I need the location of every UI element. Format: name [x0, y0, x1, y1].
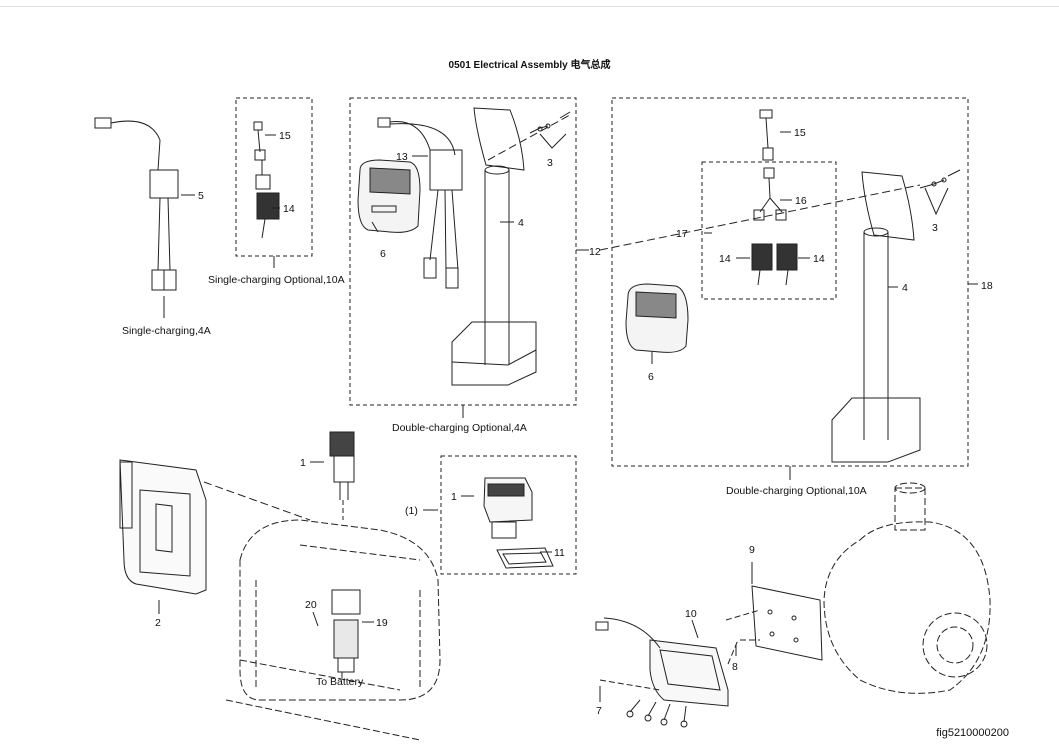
caption-double-charging-optional-10a: Double-charging Optional,10A — [726, 485, 867, 497]
callout-4: 4 — [902, 282, 908, 294]
callout-1: 1 — [451, 491, 457, 503]
callout-1-paren: (1) — [405, 505, 418, 517]
callout-labels: 5 15 14 13 6 4 3 12 15 16 17 14 14 4 18 … — [155, 127, 993, 717]
battery-cover — [119, 459, 207, 595]
callout-15: 15 — [794, 127, 806, 139]
callout-15: 15 — [279, 130, 291, 142]
callout-18: 18 — [981, 280, 993, 292]
callout-2: 2 — [155, 617, 161, 629]
callout-17: 17 — [676, 228, 688, 240]
main-switch-connector — [329, 431, 355, 520]
callout-20: 20 — [305, 599, 317, 611]
controller-plate — [751, 585, 823, 661]
single-optional-charger — [253, 121, 280, 239]
callout-12: 12 — [589, 246, 601, 258]
callout-6: 6 — [648, 371, 654, 383]
caption-to-battery: To Battery — [316, 676, 364, 688]
charger-unit-left — [357, 159, 421, 233]
box-double-charging-optional-10a — [611, 97, 969, 467]
callout-9: 9 — [749, 544, 755, 556]
caption-single-charging-4a: Single-charging,4A — [122, 325, 211, 337]
box-charger-splitter — [701, 161, 837, 300]
callout-14: 14 — [719, 253, 731, 265]
splitter-harness-10a — [751, 109, 798, 286]
callout-4: 4 — [518, 217, 524, 229]
alt-connector — [483, 477, 554, 569]
top-rule — [0, 6, 1059, 7]
callout-10: 10 — [685, 608, 697, 620]
callout-13: 13 — [396, 151, 408, 163]
motor-controller — [595, 617, 729, 728]
page-title: 0501 Electrical Assembly 电气总成 — [448, 60, 611, 71]
box-single-charging-optional — [235, 97, 313, 257]
callout-6: 6 — [380, 248, 386, 260]
callout-14: 14 — [813, 253, 825, 265]
callout-11: 11 — [554, 547, 565, 559]
callout-19: 19 — [376, 617, 388, 629]
caption-single-charging-optional-10a: Single-charging Optional,10A — [208, 274, 345, 286]
figure-id: fig5210000200 — [936, 727, 1009, 739]
single-charger-cable — [94, 117, 179, 291]
drive-unit — [823, 482, 991, 694]
charger-stand-right — [831, 169, 961, 463]
callout-14: 14 — [283, 203, 295, 215]
callout-3: 3 — [547, 157, 553, 169]
callout-16: 16 — [795, 195, 807, 207]
callout-7: 7 — [596, 705, 602, 717]
battery-connector — [331, 589, 361, 673]
charger-stand-left — [451, 107, 571, 386]
callout-1: 1 — [300, 457, 306, 469]
charger-unit-right — [625, 283, 689, 353]
caption-double-charging-optional-4a: Double-charging Optional,4A — [392, 422, 527, 434]
group-captions: Single-charging,4A Single-charging Optio… — [122, 274, 867, 688]
truck-body-frame — [225, 519, 441, 741]
callout-8: 8 — [732, 661, 738, 673]
harness-double-4a — [377, 117, 463, 289]
callout-3: 3 — [932, 222, 938, 234]
callout-5: 5 — [198, 190, 204, 202]
